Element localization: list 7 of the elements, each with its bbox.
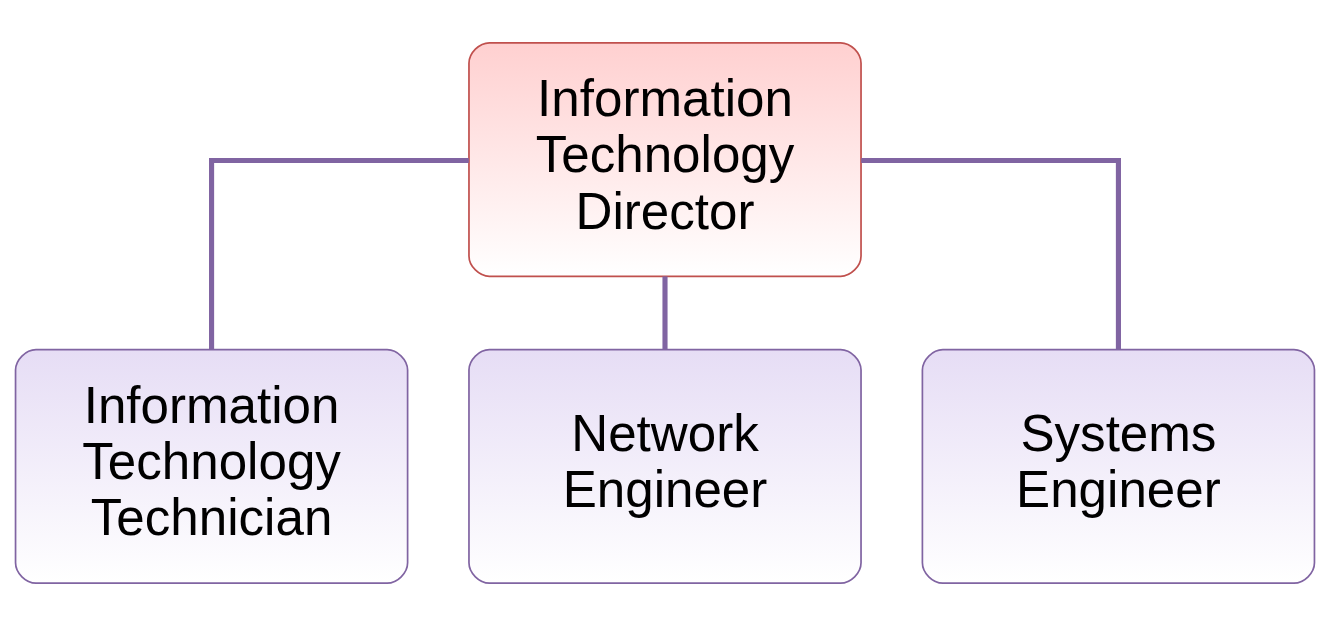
connector [861, 157, 1121, 350]
node-box: Information Technology Director [468, 41, 862, 278]
connector [209, 157, 469, 350]
connector [662, 276, 668, 350]
node-box: Information Technology Technician [14, 348, 409, 585]
node-box: Systems Engineer [921, 348, 1316, 585]
node-box: Network Engineer [468, 348, 862, 585]
